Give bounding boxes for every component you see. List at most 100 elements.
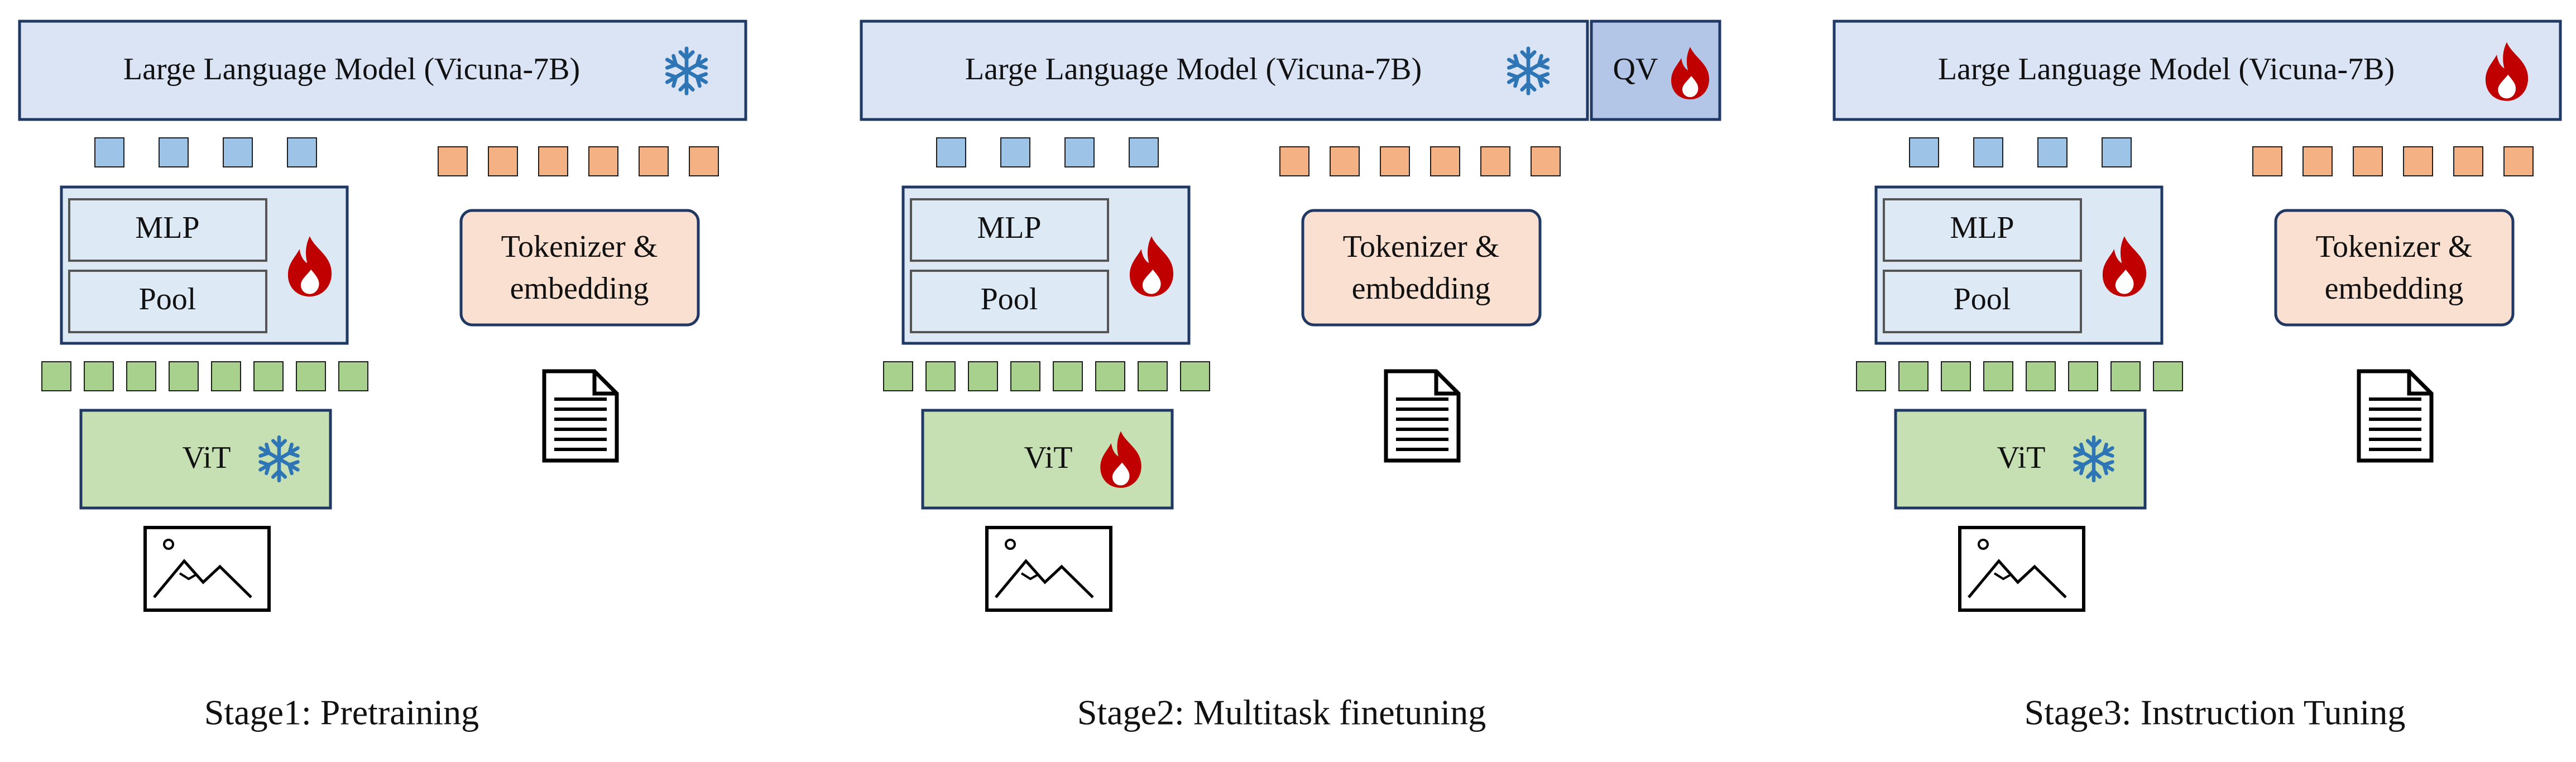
- vit-token: [338, 361, 368, 391]
- text-token: [1380, 146, 1410, 176]
- image-icon: [985, 526, 1112, 612]
- mlp-label: MLP: [977, 210, 1041, 245]
- text-token: [2453, 146, 2483, 176]
- document-icon: [1384, 369, 1461, 463]
- text-token: [1480, 146, 1510, 176]
- llm-label: Large Language Model (Vicuna-7B): [1938, 52, 2395, 87]
- llm-box: [18, 20, 747, 121]
- text-token: [588, 146, 618, 176]
- vit-token: [925, 361, 956, 391]
- pool-box: [910, 270, 1109, 333]
- llm-box: [1833, 20, 2562, 121]
- visual-token: [1064, 137, 1095, 167]
- vit-token: [1856, 361, 1886, 391]
- vit-token: [169, 361, 199, 391]
- vit-label: ViT: [1997, 440, 2046, 475]
- vit-token: [1898, 361, 1929, 391]
- tokenizer-label-line1: Tokenizer &: [2316, 229, 2473, 264]
- text-token: [1279, 146, 1309, 176]
- pool-label: Pool: [1954, 282, 2011, 317]
- mlp-box: [68, 198, 267, 262]
- llm-label: Large Language Model (Vicuna-7B): [965, 52, 1422, 87]
- vit-token: [2068, 361, 2098, 391]
- document-icon: [2357, 369, 2434, 463]
- tokenizer-label-line2: embedding: [2325, 271, 2464, 306]
- tokenizer-box: [459, 209, 700, 327]
- tokenizer-label-line1: Tokenizer &: [1343, 229, 1500, 264]
- vit-box: [1894, 409, 2147, 510]
- llm-label: Large Language Model (Vicuna-7B): [123, 52, 580, 87]
- text-token: [1330, 146, 1360, 176]
- text-token: [1531, 146, 1561, 176]
- vit-label: ViT: [183, 440, 231, 475]
- visual-token: [936, 137, 966, 167]
- image-icon: [143, 526, 271, 612]
- visual-token: [1129, 137, 1159, 167]
- visual-token: [2037, 137, 2067, 167]
- vit-token: [1983, 361, 2013, 391]
- text-token: [2353, 146, 2383, 176]
- tokenizer-label-line1: Tokenizer &: [501, 229, 658, 264]
- visual-token: [223, 137, 253, 167]
- vit-token: [253, 361, 284, 391]
- vit-token: [1095, 361, 1125, 391]
- mlp-box: [1883, 198, 2082, 262]
- text-token: [689, 146, 719, 176]
- text-token: [538, 146, 568, 176]
- text-token: [2503, 146, 2534, 176]
- tokenizer-label-line2: embedding: [1352, 271, 1491, 306]
- stage-caption: Stage1: Pretraining: [204, 693, 479, 732]
- visual-token: [1000, 137, 1030, 167]
- tokenizer-box: [2274, 209, 2515, 327]
- text-token: [2403, 146, 2433, 176]
- vit-token: [1010, 361, 1040, 391]
- visual-token: [1909, 137, 1939, 167]
- vit-token: [2153, 361, 2183, 391]
- vit-token: [883, 361, 913, 391]
- vit-token: [1138, 361, 1168, 391]
- pool-label: Pool: [139, 282, 196, 317]
- stage-3-panel: Large Language Model (Vicuna-7B) MLP Pool T…: [1833, 20, 2562, 732]
- mlp-box: [910, 198, 1109, 262]
- stage-caption: Stage3: Instruction Tuning: [2025, 693, 2406, 732]
- text-token: [2302, 146, 2333, 176]
- vit-token: [41, 361, 71, 391]
- image-icon: [1958, 526, 2085, 612]
- tokenizer-label-line2: embedding: [510, 271, 649, 306]
- vit-token: [2110, 361, 2141, 391]
- vit-token: [211, 361, 241, 391]
- text-token: [488, 146, 518, 176]
- vit-token: [2026, 361, 2056, 391]
- vit-token: [84, 361, 114, 391]
- text-token: [639, 146, 669, 176]
- stage-caption: Stage2: Multitask finetuning: [1077, 693, 1486, 732]
- vit-token: [126, 361, 156, 391]
- vit-box: [79, 409, 332, 510]
- vit-token: [1180, 361, 1210, 391]
- mlp-label: MLP: [1950, 210, 2014, 245]
- visual-token: [159, 137, 189, 167]
- visual-token: [1973, 137, 2003, 167]
- pool-label: Pool: [981, 282, 1038, 317]
- visual-token: [2102, 137, 2132, 167]
- text-token: [1430, 146, 1460, 176]
- visual-token: [94, 137, 124, 167]
- pool-box: [68, 270, 267, 333]
- vit-label: ViT: [1024, 440, 1073, 475]
- document-icon: [542, 369, 619, 463]
- vit-token: [968, 361, 998, 391]
- text-token: [438, 146, 468, 176]
- tokenizer-box: [1301, 209, 1542, 327]
- text-token: [2252, 146, 2282, 176]
- stage-1-panel: Large Language Model (Vicuna-7B) MLP Pool T…: [18, 20, 747, 732]
- mlp-label: MLP: [135, 210, 199, 245]
- vit-token: [1053, 361, 1083, 391]
- pool-box: [1883, 270, 2082, 333]
- vit-token: [296, 361, 326, 391]
- visual-token: [287, 137, 317, 167]
- vit-token: [1941, 361, 1971, 391]
- llm-box: [860, 20, 1589, 121]
- stage-2-panel: Large Language Model (Vicuna-7B) QV MLP Poo…: [860, 20, 1721, 732]
- qv-label: QV: [1613, 52, 1658, 87]
